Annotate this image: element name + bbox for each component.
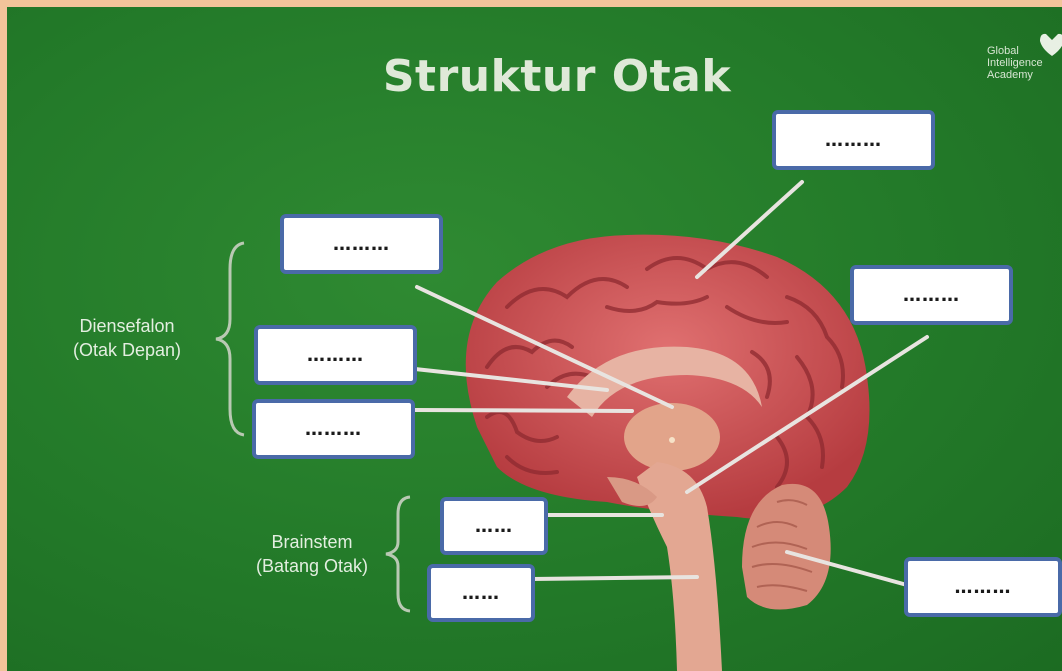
group-label-line: (Batang Otak) xyxy=(232,554,392,578)
label-box-stem-2[interactable]: …… xyxy=(427,564,535,622)
label-box-stem-1[interactable]: …… xyxy=(440,497,548,555)
label-box-upper-left[interactable]: ……… xyxy=(280,214,443,274)
label-box-mid-left-2[interactable]: ……… xyxy=(252,399,415,459)
group-label-line: (Otak Depan) xyxy=(47,338,207,362)
pointer-line xyxy=(697,182,802,277)
label-box-mid-left-1[interactable]: ……… xyxy=(254,325,417,385)
pointer-line xyxy=(787,552,907,585)
pointer-line xyxy=(417,287,672,407)
brainstem-label: Brainstem (Batang Otak) xyxy=(232,530,392,578)
group-label-line: Diensefalon xyxy=(47,314,207,338)
label-box-cerebrum[interactable]: ……… xyxy=(772,110,935,170)
pointer-line xyxy=(415,410,632,411)
label-box-right[interactable]: ……… xyxy=(850,265,1013,325)
pointer-line xyxy=(532,577,697,579)
pointer-line xyxy=(415,369,607,390)
diensefalon-label: Diensefalon (Otak Depan) xyxy=(47,314,207,362)
group-label-line: Brainstem xyxy=(232,530,392,554)
diensefalon-brace xyxy=(212,239,252,439)
slide-canvas: Struktur Otak Global Intelligence Academ… xyxy=(7,7,1062,671)
pointer-line xyxy=(687,337,927,492)
label-box-cerebellum[interactable]: ……… xyxy=(904,557,1062,617)
